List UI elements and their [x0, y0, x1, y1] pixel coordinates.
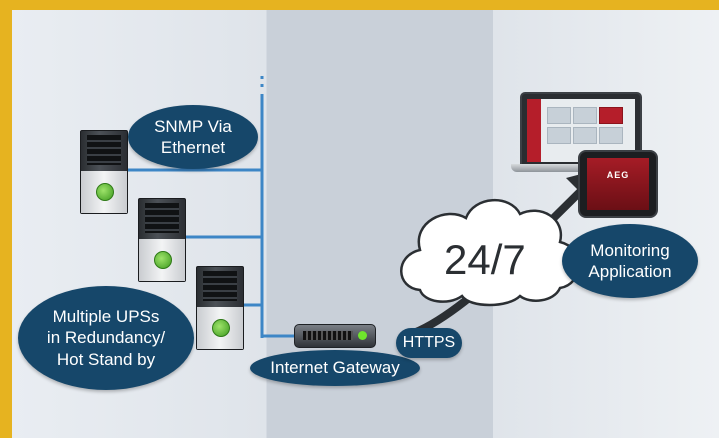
gateway-led [358, 331, 367, 340]
dashboard-tile [599, 127, 623, 144]
laptop-sidebar [527, 99, 541, 162]
server-front-panel [203, 271, 237, 301]
ups-label: Multiple UPSs in Redundancy/ Hot Stand b… [18, 286, 194, 390]
top-border [0, 0, 719, 10]
tablet-logo: AEG [606, 170, 630, 180]
power-button-icon [96, 183, 114, 201]
dashboard-tile [573, 107, 597, 124]
dashboard-tile [547, 107, 571, 124]
monitoring-label: Monitoring Application [562, 224, 698, 298]
ups-server-icon [138, 198, 186, 282]
dashboard-tile [573, 127, 597, 144]
tablet-screen: AEG [587, 158, 649, 210]
snmp-label: SNMP Via Ethernet [128, 105, 258, 169]
cloud-label: 24/7 [444, 236, 526, 283]
gateway-grill [303, 331, 353, 340]
server-front-panel [87, 135, 121, 165]
dashboard-tile [599, 107, 623, 124]
power-button-icon [212, 319, 230, 337]
ups-server-icon [196, 266, 244, 350]
left-border [0, 0, 12, 438]
server-front-panel [145, 203, 179, 233]
cloud-icon [400, 199, 580, 307]
power-button-icon [154, 251, 172, 269]
internet-gateway-icon [294, 324, 376, 348]
gateway-label: Internet Gateway [250, 350, 420, 386]
https-label: HTTPS [396, 328, 462, 358]
dashboard-tile [547, 127, 571, 144]
ups-server-icon [80, 130, 128, 214]
tablet-icon: AEG [578, 150, 658, 218]
